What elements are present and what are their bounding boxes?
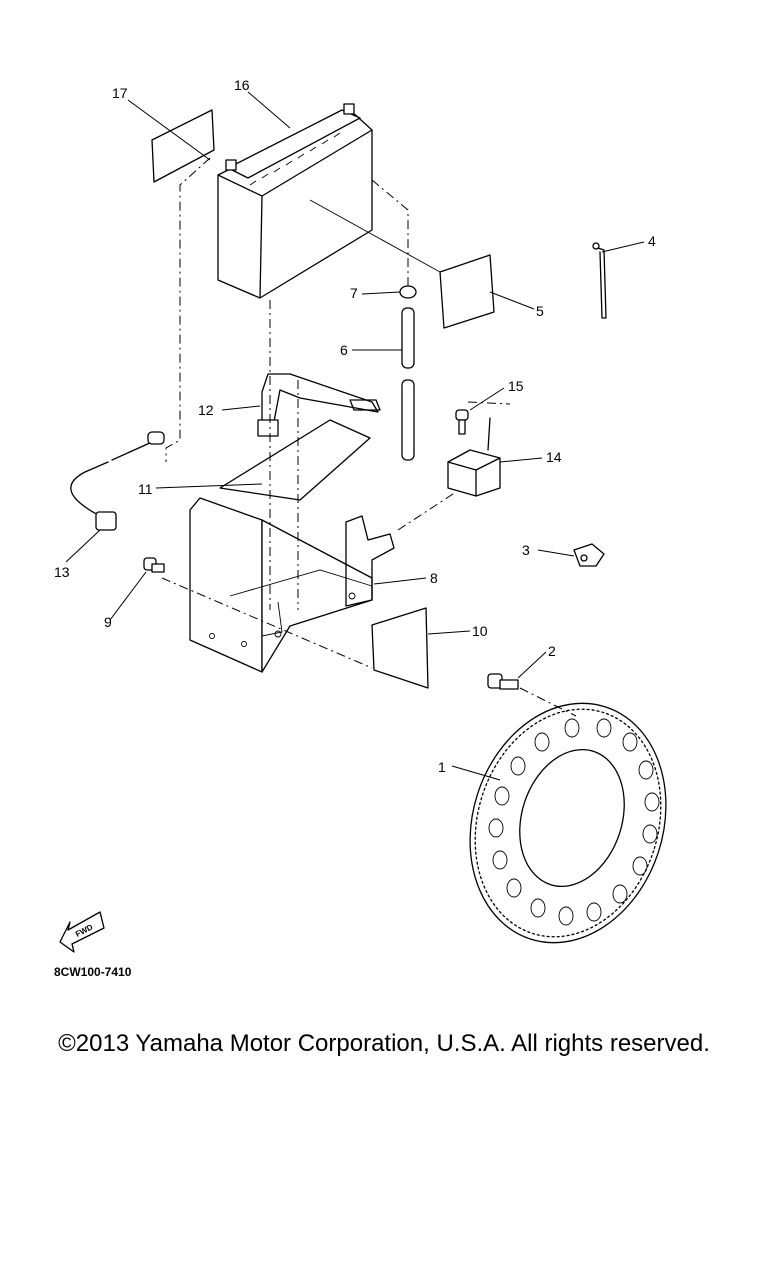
callout-2: 2	[548, 643, 556, 659]
callout-10: 10	[472, 623, 488, 639]
parts-exploded-diagram: 1 2 3 4 5 6 7 8 9 10 11 12 13 14 15 16 1…	[54, 77, 667, 979]
leader-lines	[65, 91, 645, 781]
part-3-clamp	[573, 543, 605, 567]
callout-9: 9	[104, 614, 112, 630]
callout-6: 6	[340, 342, 348, 358]
callout-4: 4	[648, 233, 656, 249]
part-17-sheet	[151, 109, 215, 183]
callout-13: 13	[54, 564, 70, 580]
part-9-bolt	[143, 557, 165, 573]
assembly-lines	[161, 157, 577, 717]
part-2-bolt	[487, 673, 519, 690]
callout-14: 14	[546, 449, 562, 465]
callout-1: 1	[438, 759, 446, 775]
part-10-sheet	[371, 607, 429, 689]
callout-5: 5	[536, 303, 544, 319]
callout-7: 7	[350, 285, 358, 301]
part-16-battery	[217, 103, 441, 299]
callout-11: 11	[138, 481, 153, 497]
part-8-battery-case	[189, 497, 395, 673]
drawing-code: 8CW100-7410	[54, 965, 132, 979]
part-12-band	[257, 373, 381, 437]
part-6-pipe	[401, 307, 415, 461]
callout-12: 12	[198, 402, 214, 418]
part-14-relay	[447, 417, 501, 497]
callout-3: 3	[522, 542, 530, 558]
part-7-clip	[399, 285, 417, 299]
part-1-sprocket	[469, 702, 667, 944]
part-15-screw	[455, 409, 469, 435]
callout-16: 16	[234, 77, 250, 93]
fwd-arrow-icon: FWD	[59, 911, 105, 953]
callout-15: 15	[508, 378, 524, 394]
part-13-lead	[70, 431, 165, 531]
callouts: 1 2 3 4 5 6 7 8 9 10 11 12 13 14 15 16 1…	[54, 77, 656, 775]
part-5-sheet	[439, 254, 495, 329]
part-11-sheet	[219, 419, 371, 501]
copyright-notice: ©2013 Yamaha Motor Corporation, U.S.A. A…	[58, 1030, 710, 1057]
callout-17: 17	[112, 85, 128, 101]
callout-8: 8	[430, 570, 438, 586]
part-4-rod	[592, 242, 607, 319]
